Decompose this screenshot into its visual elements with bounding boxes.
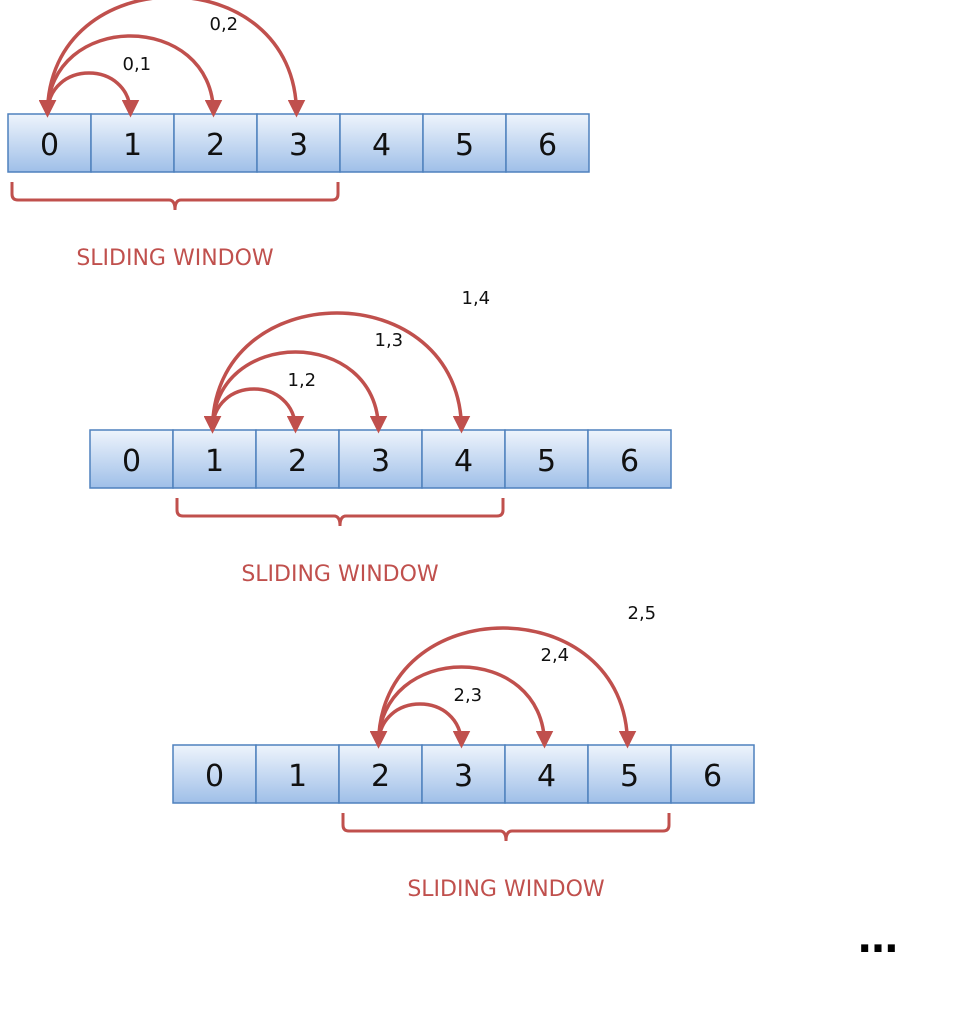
pair-arrow (369, 665, 554, 749)
array-cell (255, 744, 340, 804)
array-cell (339, 113, 424, 173)
array-cell (90, 113, 175, 173)
window-brace (10, 182, 340, 211)
array-cell (421, 744, 506, 804)
array-cell-label: 4 (454, 444, 473, 479)
array-cell-label: 1 (288, 759, 307, 794)
array-cell-label: 0 (40, 128, 59, 163)
pair-label: 2,4 (541, 645, 570, 666)
pair-arrow (38, 0, 306, 118)
array-cell (587, 429, 672, 489)
array-cell-label: 2 (206, 128, 225, 163)
array-cell (670, 744, 755, 804)
array-cell-label: 0 (205, 759, 224, 794)
pair-label: 1,3 (375, 330, 404, 351)
array-cell (172, 744, 257, 804)
pair-label: 2,3 (454, 685, 483, 706)
array-cell-label: 3 (289, 128, 308, 163)
pair-arrow (38, 34, 223, 118)
pair-arrow (38, 71, 140, 118)
array-cell-label: 5 (455, 128, 474, 163)
array-cell-label: 6 (538, 128, 557, 163)
pair-label: 0,2 (210, 14, 239, 35)
array-cell (255, 429, 340, 489)
array-cell-label: 4 (372, 128, 391, 163)
array-cell (422, 113, 507, 173)
window-label: SLIDING WINDOW (241, 562, 439, 587)
array-cell-label: 1 (123, 128, 142, 163)
pair-arrow (369, 626, 637, 749)
window-label: SLIDING WINDOW (76, 246, 274, 271)
window-label: SLIDING WINDOW (407, 877, 605, 902)
array-cell-label: 3 (454, 759, 473, 794)
array-cell (338, 429, 423, 489)
array-cell-label: 0 (122, 444, 141, 479)
pair-arrow (369, 702, 471, 749)
array-cell-label: 2 (371, 759, 390, 794)
array-cell-label: 5 (620, 759, 639, 794)
array-cell (505, 113, 590, 173)
array-cell (587, 744, 672, 804)
continuation-ellipsis: … (858, 916, 898, 962)
array-cell-label: 5 (537, 444, 556, 479)
pair-arrow (203, 387, 305, 434)
pair-arrow (203, 350, 388, 434)
pair-arrow (203, 311, 471, 434)
array-cell-label: 3 (371, 444, 390, 479)
array-cell-label: 4 (537, 759, 556, 794)
pair-label: 1,4 (462, 288, 491, 309)
pair-label: 0,1 (123, 54, 152, 75)
array-cell-label: 2 (288, 444, 307, 479)
pair-label: 2,5 (628, 603, 657, 624)
array-cell (172, 429, 257, 489)
array-cell-label: 1 (205, 444, 224, 479)
window-brace (175, 498, 505, 527)
array-cell (504, 429, 589, 489)
window-brace (341, 813, 671, 842)
array-cell-label: 6 (620, 444, 639, 479)
array-cell (338, 744, 423, 804)
pair-label: 1,2 (288, 370, 317, 391)
array-cell-label: 6 (703, 759, 722, 794)
array-cell (7, 113, 92, 173)
